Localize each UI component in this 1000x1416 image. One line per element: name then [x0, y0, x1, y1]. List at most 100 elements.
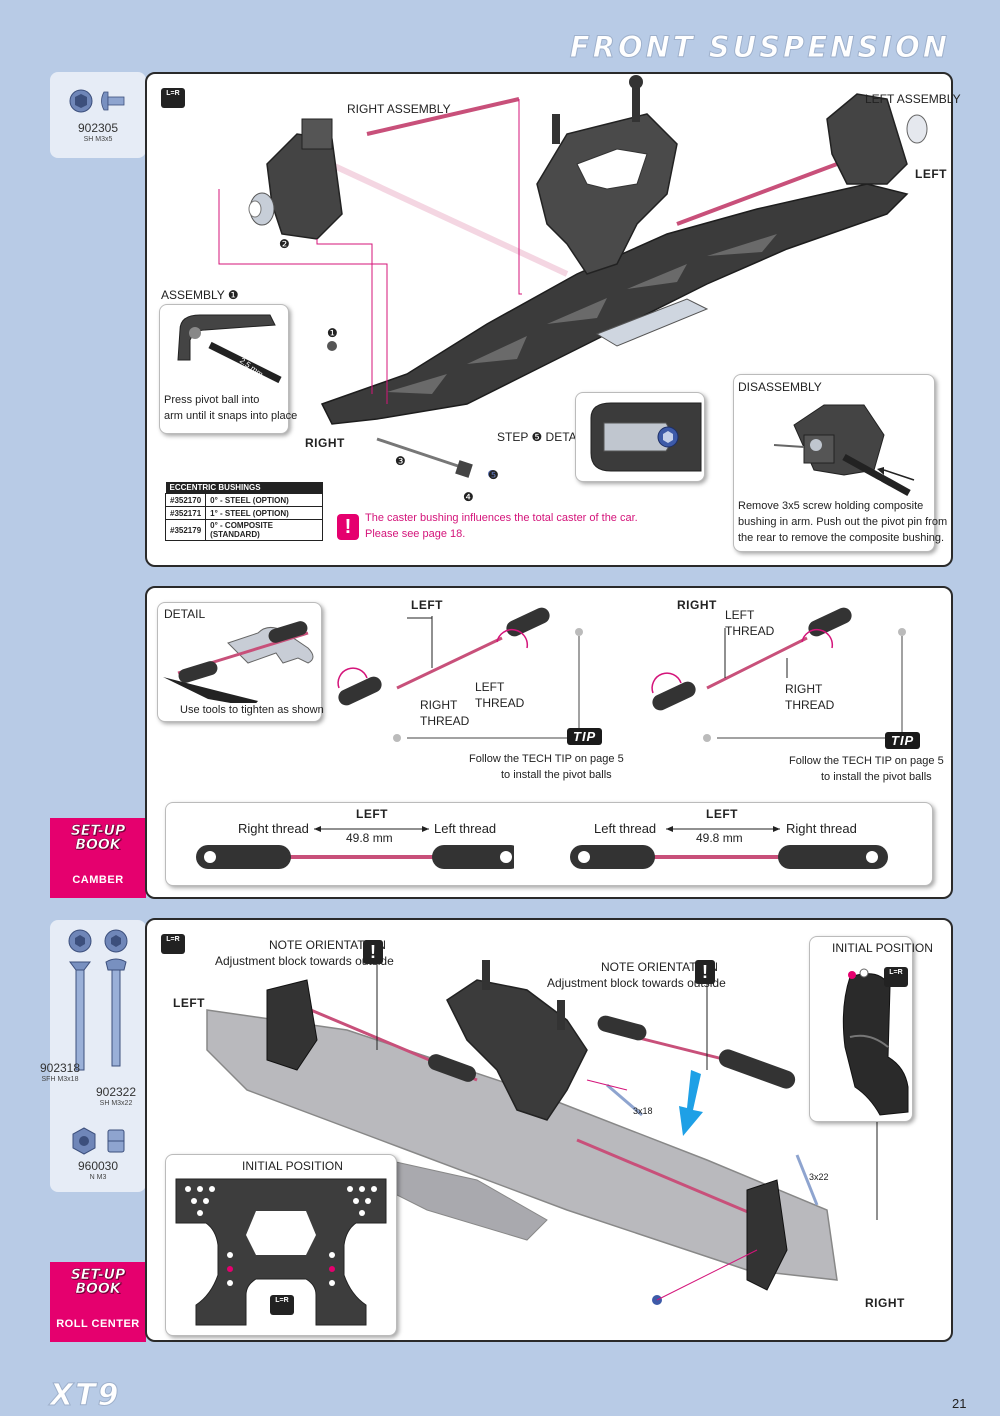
lr-badge-icon: L=R [270, 1295, 294, 1315]
initial-position-block-inset: INITIAL POSITION L=R [809, 936, 933, 1122]
panel-front-arm-assembly: L=R [145, 72, 961, 567]
link-1-right-label: Left thread [434, 821, 497, 836]
note-orientation-label: NOTE ORIENTATION [601, 960, 718, 974]
warning-icon: ! [363, 940, 383, 964]
right-tag: RIGHT [305, 436, 345, 450]
xt9-logo: XT9 [49, 1378, 121, 1414]
screw-3x22-label: 3x22 [809, 1172, 829, 1182]
link-1-left-label: Right thread [238, 821, 309, 836]
setup-book-label: SET-UP [70, 823, 126, 839]
right-hub-carrier [248, 118, 343, 240]
setup-book-label: BOOK [75, 837, 121, 853]
note-orientation-label: NOTE ORIENTATION [269, 938, 386, 952]
warning-icon: ! [695, 960, 715, 984]
setup-name-roll-center: ROLL CENTER [56, 1318, 140, 1330]
part-desc: N M3 [89, 1174, 107, 1181]
lr-badge-icon: L=R [161, 88, 185, 108]
callout-5: ❺ [488, 468, 499, 482]
setup-book-label: SET-UP [70, 1267, 126, 1283]
callout-1: ❶ [327, 326, 338, 340]
blue-down-arrow-icon [679, 1070, 703, 1136]
adjustment-block-illustration [842, 968, 909, 1116]
right-assembly-label: RIGHT ASSEMBLY [347, 102, 451, 116]
right-tag: RIGHT [677, 598, 717, 612]
nut-960030-icon [72, 1127, 125, 1155]
warning-text-2: Please see page 18. [365, 528, 466, 540]
disassembly-label: DISASSEMBLY [738, 380, 822, 394]
parts-box-bottom: 902318 SFH M3x18 902322 SH M3x22 960030 … [40, 920, 146, 1192]
left-hub-carrier [826, 93, 928, 185]
callout-4: ❹ [463, 490, 474, 504]
part-code: 902322 [95, 1085, 137, 1099]
right-thread-label-2: THREAD [785, 698, 835, 712]
link-1-drawing [196, 826, 514, 869]
setup-book-camber-tab[interactable]: SET-UP BOOK CAMBER [50, 818, 146, 898]
shock-tower-holes-illustration [175, 1178, 387, 1326]
tip-note-line-1: Follow the TECH TIP on page 5 [789, 755, 944, 767]
tool-detail-inset: DETAIL Use tools to tighten as shown [157, 602, 324, 722]
panel-roll-center: L=R LEFT RIGHT NOTE ORIENTATION Ad [145, 918, 953, 1342]
link-2-drawing [570, 826, 888, 869]
tip-note-line-2: to install the pivot balls [821, 771, 932, 783]
right-thread-label-2: THREAD [420, 714, 470, 728]
tools-note: Use tools to tighten as shown [180, 704, 324, 716]
tech-tip-badge[interactable]: TIP [885, 732, 921, 749]
part-desc: SFH M3x18 [41, 1076, 79, 1083]
tech-tip-badge[interactable]: TIP [567, 728, 603, 745]
part-code: 960030 [77, 1159, 119, 1173]
initial-position-label: INITIAL POSITION [242, 1159, 343, 1173]
part-desc: SH M3x5 [83, 136, 113, 143]
part-code: 902305 [77, 121, 119, 135]
adjustment-note: Adjustment block towards outside [215, 954, 394, 968]
screw-902305-icon [69, 89, 125, 113]
warning-text-1: The caster bushing influences the total … [365, 512, 638, 524]
assembly-1-inset: 2.5 mm Press pivot ball into arm until i… [159, 304, 297, 434]
lr-badge-icon: L=R [161, 934, 185, 954]
initial-position-tower-inset: INITIAL POSITION L=R [165, 1154, 397, 1336]
part-code: 902318 [39, 1061, 81, 1075]
warning-icon: ! [337, 514, 359, 540]
setup-book-label: BOOK [75, 1281, 121, 1297]
callout-2: ❷ [279, 237, 290, 251]
part-desc: SH M3x22 [99, 1100, 133, 1107]
link-length-bar: LEFT Right thread Left thread 49.8 mm LE… [165, 802, 933, 886]
parts-box-top: 902305 SH M3x5 [50, 72, 146, 158]
callout-3: ❸ [395, 454, 406, 468]
disassembly-inset: DISASSEMBLY 1.5 mm Remove 3x5 screw hold… [733, 374, 947, 552]
tip-note-line-1: Follow the TECH TIP on page 5 [469, 753, 624, 765]
press-note-line-1: Press pivot ball into [164, 394, 260, 406]
setup-name-camber: CAMBER [72, 874, 124, 886]
adjustment-note: Adjustment block towards outside [547, 976, 726, 990]
setup-book-roll-center-tab[interactable]: SET-UP BOOK ROLL CENTER [50, 1262, 146, 1342]
left-thread-label-2: THREAD [475, 696, 525, 710]
screw-3x18-label: 3x18 [633, 1106, 653, 1116]
left-thread-label-2: THREAD [725, 624, 775, 638]
disassembly-illustration [773, 404, 915, 497]
left-tag: LEFT [915, 167, 947, 181]
right-tag: RIGHT [865, 1296, 905, 1310]
disassembly-note-3: the rear to remove the composite bushing… [738, 532, 945, 544]
assembly-1-label: ASSEMBLY ❶ [161, 288, 239, 302]
lr-badge-icon: L=R [884, 967, 908, 987]
chassis-illustration [206, 960, 878, 1305]
step-5-detail-label: STEP ❺ DETAIL [497, 430, 587, 444]
disassembly-note-1: Remove 3x5 screw holding composite [738, 500, 924, 512]
left-thread-label-1: LEFT [475, 680, 505, 694]
left-tag: LEFT [706, 807, 738, 821]
detail-label: DETAIL [164, 607, 206, 621]
left-tag: LEFT [411, 598, 443, 612]
right-thread-label-1: RIGHT [785, 682, 823, 696]
pivot-ball-illustration [177, 314, 282, 384]
page-number: 21 [952, 1396, 967, 1411]
right-thread-label-1: RIGHT [420, 698, 458, 712]
page-title: FRONT SUSPENSION [569, 30, 950, 65]
link-1-length: 49.8 mm [346, 831, 393, 845]
tip-note-line-2: to install the pivot balls [501, 769, 612, 781]
left-assembly-label: LEFT ASSEMBLY [865, 92, 961, 106]
bushing-screw-illustration [590, 402, 702, 472]
panel-camber-links: DETAIL Use tools to tighten as shown LEF… [145, 586, 953, 899]
